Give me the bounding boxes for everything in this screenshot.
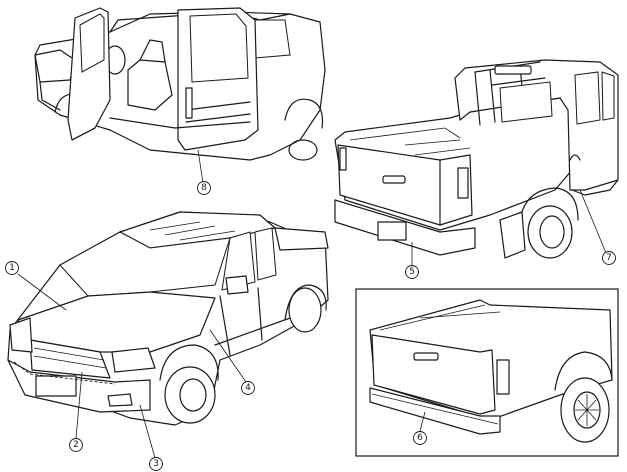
callout-5: 5 [405, 265, 419, 279]
front-view-truck [7, 211, 329, 426]
callout-1: 1 [5, 261, 19, 275]
callout-6: 6 [413, 431, 427, 445]
rear-bumper-inset [355, 288, 619, 457]
callout-3: 3 [149, 457, 163, 471]
leader-lines [17, 149, 607, 459]
callout-3-label: 3 [153, 459, 159, 469]
callout-6-label: 6 [417, 433, 423, 443]
rear-view-truck [334, 59, 619, 259]
callout-2-label: 2 [73, 440, 79, 450]
callout-7-label: 7 [606, 253, 612, 263]
inset-frame [355, 288, 619, 457]
callout-8: 8 [197, 181, 211, 195]
callout-8-label: 8 [201, 183, 207, 193]
cab-interior-view [34, 7, 326, 161]
callout-7: 7 [602, 251, 616, 265]
callout-4: 4 [241, 381, 255, 395]
callout-2: 2 [69, 438, 83, 452]
callout-1-label: 1 [9, 263, 15, 273]
callout-4-label: 4 [245, 383, 251, 393]
callout-5-label: 5 [409, 267, 415, 277]
